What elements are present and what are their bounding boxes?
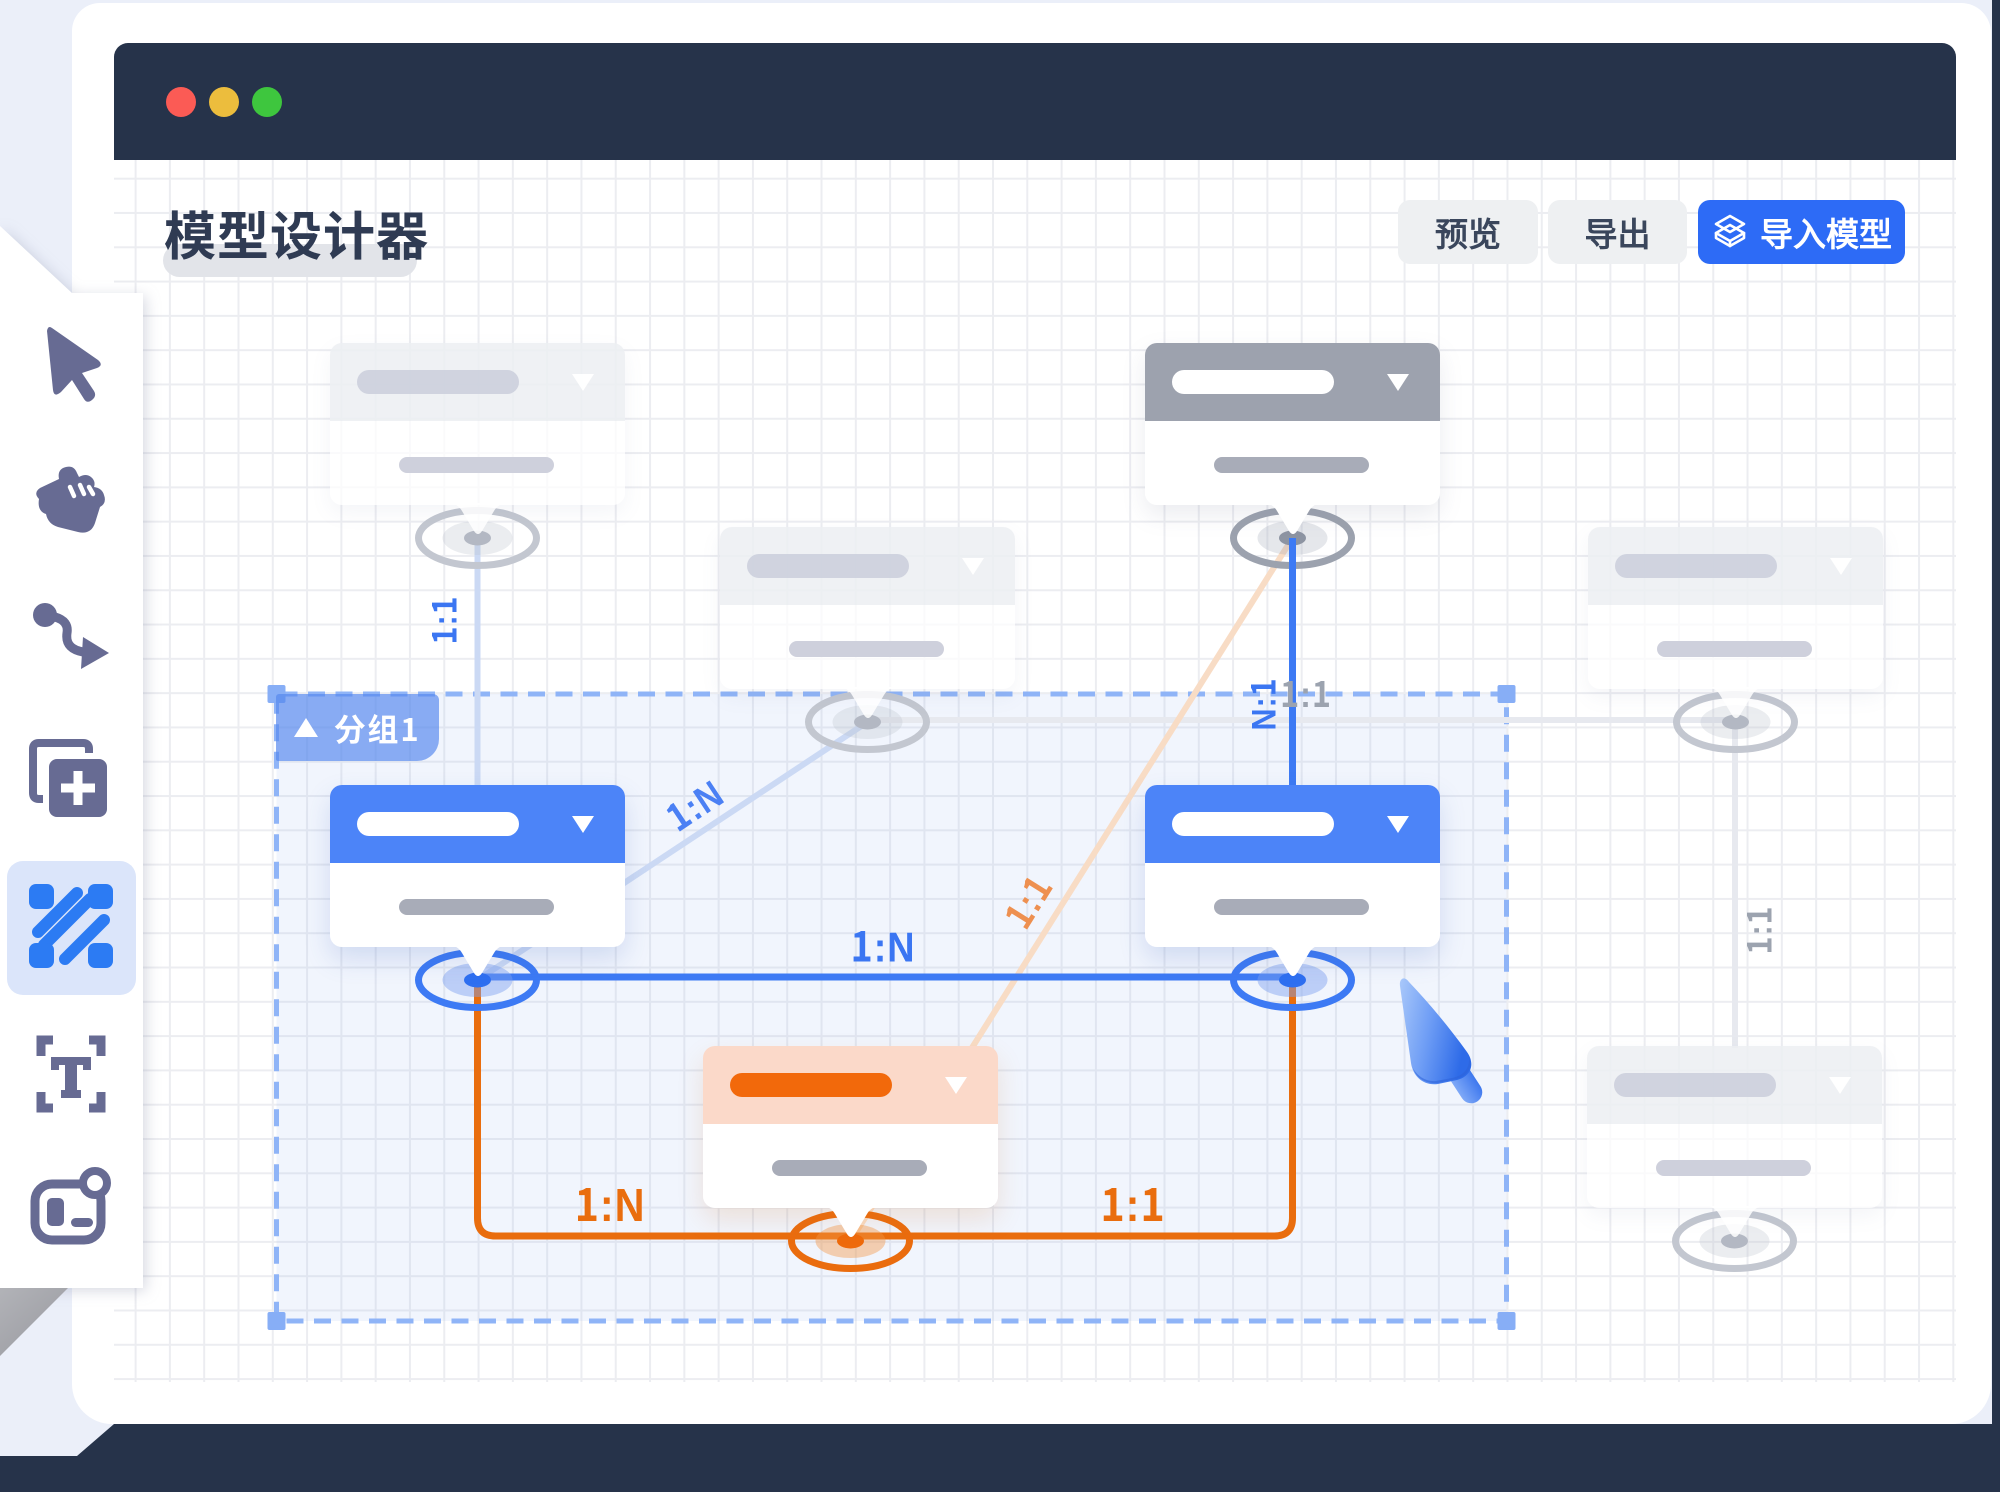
group-tag[interactable]: 分组1 xyxy=(276,694,439,761)
import-model-cube-icon xyxy=(1714,214,1746,248)
add-card-icon xyxy=(29,739,107,817)
import-model-button-label: 导入模型 xyxy=(1760,216,1892,253)
import-model-button[interactable]: 导入模型 xyxy=(1698,200,1905,264)
entity-card-left-selected[interactable] xyxy=(330,785,625,976)
export-button[interactable]: 导出 xyxy=(1548,200,1687,264)
entity-card-top-left[interactable] xyxy=(330,343,625,534)
hand-icon xyxy=(36,466,105,533)
dropdown-triangle-icon[interactable] xyxy=(1830,558,1852,575)
group-label: 分组1 xyxy=(334,705,421,750)
traffic-light-zoom-button[interactable] xyxy=(252,87,282,117)
entity-field-placeholder xyxy=(1214,457,1369,473)
entity-tail xyxy=(1706,1206,1763,1237)
dropdown-triangle-icon[interactable] xyxy=(572,816,594,833)
entity-card-top-center[interactable] xyxy=(720,527,1015,718)
entity-name-placeholder xyxy=(1614,1073,1776,1097)
relation-label: 1:N xyxy=(850,913,916,975)
sidebar-wrap xyxy=(0,0,200,1492)
relation-label: 1:N xyxy=(574,1169,646,1235)
entity-card-top-right[interactable] xyxy=(1145,343,1440,534)
entity-field-placeholder xyxy=(399,457,554,473)
group-collapse-icon[interactable] xyxy=(294,718,319,737)
entity-card-right[interactable] xyxy=(1588,527,1883,718)
sidebar-fold-corner xyxy=(0,1288,68,1356)
tool-sidebar xyxy=(0,226,143,1288)
entity-tail xyxy=(1264,503,1321,534)
entity-name-placeholder xyxy=(730,1073,892,1097)
text-icon xyxy=(36,1035,106,1113)
dropdown-triangle-icon[interactable] xyxy=(945,1077,967,1094)
preview-button[interactable]: 预览 xyxy=(1398,200,1538,264)
relation-label: 1:1 xyxy=(1732,905,1782,955)
dropdown-triangle-icon[interactable] xyxy=(1829,1077,1851,1094)
relation-icon xyxy=(29,884,113,968)
dropdown-triangle-icon[interactable] xyxy=(1387,816,1409,833)
entity-name-placeholder xyxy=(1172,812,1334,836)
export-button-label: 导出 xyxy=(1584,216,1651,253)
entity-tail xyxy=(1707,687,1764,718)
dropdown-triangle-icon[interactable] xyxy=(962,558,984,575)
entity-tail xyxy=(839,687,896,718)
relation-label: 1:1 xyxy=(417,595,467,645)
entity-name-placeholder xyxy=(357,812,519,836)
entity-field-placeholder xyxy=(1657,641,1812,657)
tool-text[interactable] xyxy=(29,1032,113,1116)
active-tool-highlight xyxy=(7,861,136,995)
preview-button-label: 预览 xyxy=(1435,216,1501,253)
connector-icon xyxy=(33,603,109,669)
entity-name-placeholder xyxy=(1172,370,1334,394)
dropdown-triangle-icon[interactable] xyxy=(1387,374,1409,391)
traffic-light-close-button[interactable] xyxy=(166,87,196,117)
tool-frame[interactable] xyxy=(29,1166,113,1250)
entity-name-placeholder xyxy=(357,370,519,394)
tool-pan[interactable] xyxy=(29,461,113,545)
entity-card-right-selected[interactable] xyxy=(1145,785,1440,976)
entity-card-bottom-selected[interactable] xyxy=(703,1046,998,1237)
entity-field-placeholder xyxy=(1214,899,1369,915)
entity-tail xyxy=(822,1206,879,1237)
relation-label: N:1 xyxy=(1236,677,1286,731)
tool-select[interactable] xyxy=(29,322,113,406)
entity-field-placeholder xyxy=(1656,1160,1811,1176)
entity-tail xyxy=(449,503,506,534)
entity-field-placeholder xyxy=(789,641,944,657)
entity-card-bottom-right[interactable] xyxy=(1587,1046,1882,1237)
tool-add-entity[interactable] xyxy=(29,739,113,823)
page-title: 模型设计器 xyxy=(164,195,430,270)
entity-tail xyxy=(449,945,506,976)
entity-name-placeholder xyxy=(1615,554,1777,578)
entity-tail xyxy=(1264,945,1321,976)
entity-field-placeholder xyxy=(399,899,554,915)
traffic-light-minimize-button[interactable] xyxy=(209,87,239,117)
frame-icon xyxy=(30,1167,111,1245)
dropdown-triangle-icon[interactable] xyxy=(572,374,594,391)
tool-relation[interactable] xyxy=(29,884,113,968)
relation-label: 1:1 xyxy=(1280,666,1332,718)
entity-field-placeholder xyxy=(772,1160,927,1176)
title-highlight-pill xyxy=(163,244,417,277)
entity-name-placeholder xyxy=(747,554,909,578)
window-titlebar xyxy=(114,43,1956,160)
tool-connector[interactable] xyxy=(29,599,113,683)
relation-label: 1:1 xyxy=(1100,1169,1166,1235)
cursor-icon xyxy=(47,327,101,402)
